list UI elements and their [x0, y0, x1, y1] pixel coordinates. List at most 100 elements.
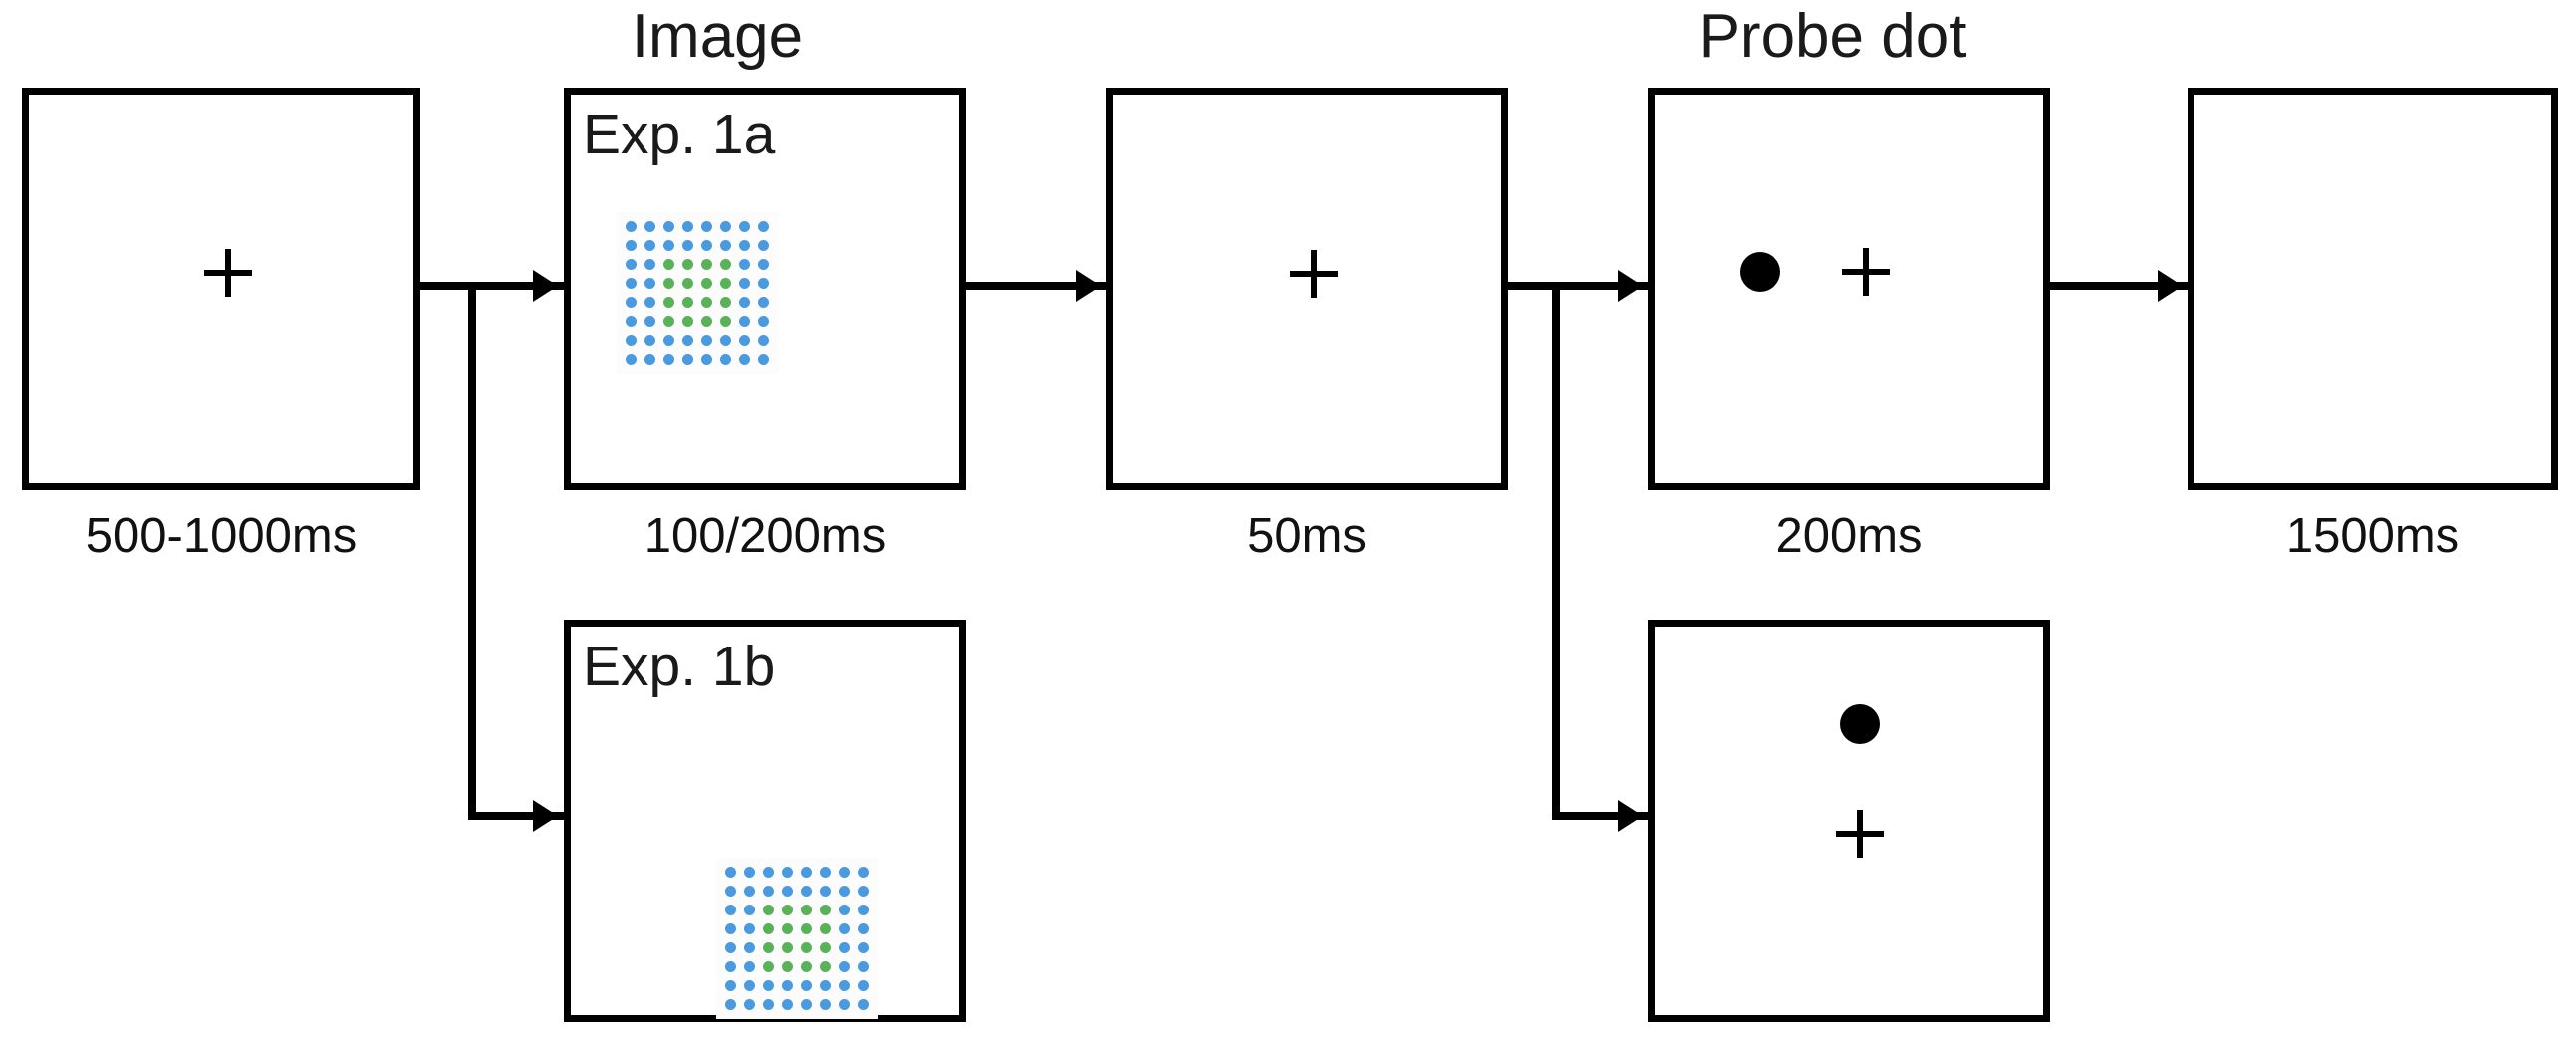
dot-cell	[782, 980, 793, 991]
fixation-cross-icon	[204, 249, 252, 297]
dot-cell	[644, 297, 655, 308]
dot-cell	[763, 980, 774, 991]
dot-cell	[820, 905, 831, 915]
duration-image: 100/200ms	[644, 509, 887, 563]
dot-cell	[858, 905, 869, 915]
dot-cell	[682, 221, 693, 232]
dot-cell	[839, 923, 850, 934]
dot-cell	[758, 240, 769, 251]
dot-cell	[763, 999, 774, 1010]
connector-branch-vertical-image	[468, 282, 476, 820]
dot-cell	[763, 923, 774, 934]
dot-array-stimulus-exp1b	[716, 858, 878, 1019]
dot-cell	[644, 221, 655, 232]
dot-cell	[626, 221, 637, 232]
dot-cell	[644, 354, 655, 365]
dot-cell	[744, 886, 755, 897]
dot-cell	[744, 961, 755, 972]
arrowhead-to-image-1b	[533, 800, 558, 832]
dot-cell	[682, 259, 693, 270]
dot-cell	[801, 999, 812, 1010]
dot-cell	[820, 886, 831, 897]
dot-cell	[839, 961, 850, 972]
exp-1a-label: Exp. 1a	[583, 103, 776, 166]
dot-cell	[725, 886, 736, 897]
dot-cell	[720, 259, 731, 270]
response-panel	[2188, 88, 2558, 490]
dot-cell	[820, 999, 831, 1010]
probe-dot-icon	[1840, 704, 1880, 744]
dot-cell	[682, 240, 693, 251]
dot-cell	[720, 354, 731, 365]
dot-cell	[801, 980, 812, 991]
dot-cell	[739, 240, 750, 251]
dot-cell	[663, 240, 674, 251]
dot-cell	[644, 335, 655, 346]
duration-probe: 200ms	[1775, 509, 1923, 563]
dot-cell	[739, 335, 750, 346]
connector-branch-vertical-probe	[1552, 282, 1560, 820]
dot-cell	[739, 354, 750, 365]
dot-cell	[763, 961, 774, 972]
dot-cell	[763, 905, 774, 915]
dot-cell	[782, 923, 793, 934]
dot-cell	[820, 923, 831, 934]
image-section-header: Image	[631, 2, 804, 71]
dot-cell	[701, 259, 712, 270]
dot-cell	[725, 942, 736, 953]
dot-cell	[682, 316, 693, 327]
dot-cell	[858, 886, 869, 897]
dot-cell	[758, 297, 769, 308]
fixation-cross-icon	[1290, 250, 1338, 298]
dot-cell	[644, 240, 655, 251]
dot-cell	[839, 999, 850, 1010]
dot-cell	[701, 240, 712, 251]
dot-cell	[663, 316, 674, 327]
arrowhead-to-response	[2158, 270, 2183, 302]
probe-panel-exp1b	[1648, 620, 2050, 1022]
dot-cell	[782, 999, 793, 1010]
dot-cell	[682, 335, 693, 346]
dot-cell	[682, 297, 693, 308]
fixation-panel-1	[22, 88, 420, 490]
dot-cell	[820, 961, 831, 972]
dot-cell	[701, 354, 712, 365]
dot-array-stimulus-exp1a	[617, 212, 778, 374]
dot-cell	[739, 316, 750, 327]
dot-cell	[626, 335, 637, 346]
dot-cell	[720, 297, 731, 308]
dot-cell	[739, 278, 750, 289]
dot-cell	[701, 316, 712, 327]
dot-cell	[758, 278, 769, 289]
dot-cell	[801, 886, 812, 897]
fixation-cross-icon	[1836, 810, 1884, 858]
dot-cell	[839, 905, 850, 915]
dot-cell	[858, 980, 869, 991]
probe-dot-icon	[1740, 252, 1780, 292]
dot-cell	[758, 259, 769, 270]
dot-cell	[701, 335, 712, 346]
duration-response: 1500ms	[2285, 509, 2460, 563]
dot-cell	[801, 923, 812, 934]
fixation-cross-icon	[1842, 248, 1890, 296]
connector-probe-to-response	[2050, 282, 2193, 290]
dot-cell	[763, 867, 774, 878]
dot-cell	[763, 886, 774, 897]
dot-cell	[663, 278, 674, 289]
dot-cell	[725, 905, 736, 915]
dot-cell	[725, 961, 736, 972]
dot-cell	[725, 867, 736, 878]
dot-cell	[626, 259, 637, 270]
duration-fixation-1: 500-1000ms	[85, 509, 358, 563]
dot-cell	[626, 278, 637, 289]
dot-cell	[744, 867, 755, 878]
dot-cell	[725, 923, 736, 934]
dot-cell	[839, 942, 850, 953]
arrowhead-to-fixation2	[1076, 270, 1101, 302]
dot-cell	[626, 354, 637, 365]
fixation-panel-2	[1106, 88, 1508, 490]
dot-cell	[663, 259, 674, 270]
dot-cell	[839, 886, 850, 897]
dot-cell	[801, 867, 812, 878]
